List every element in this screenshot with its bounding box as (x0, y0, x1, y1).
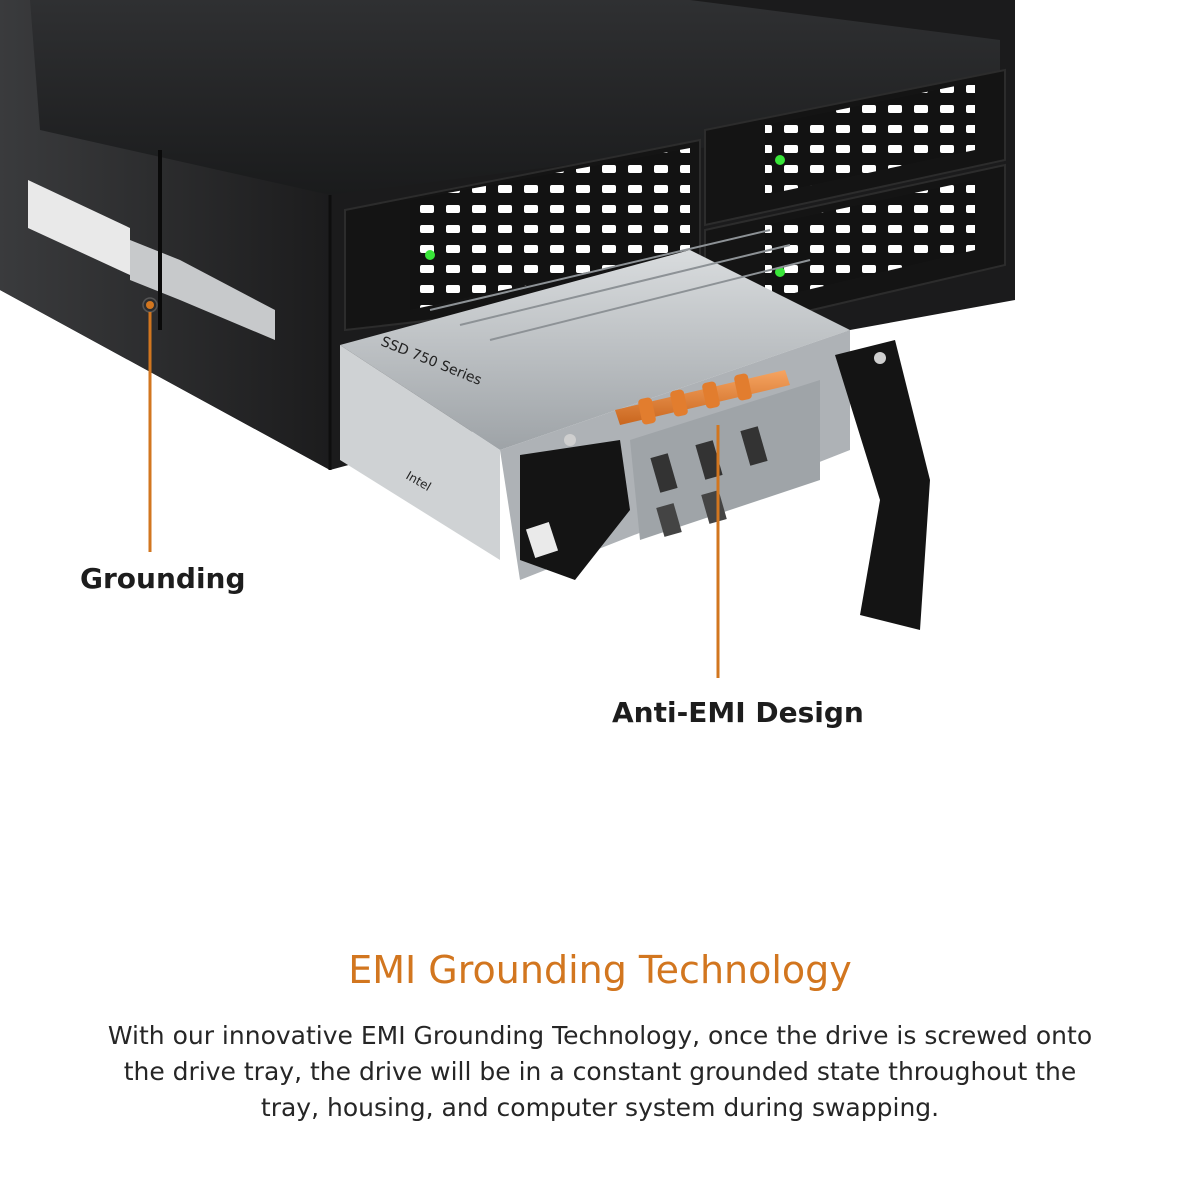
section-description: With our innovative EMI Grounding Techno… (107, 1021, 1093, 1122)
grounding-callout-label: Grounding (80, 562, 246, 595)
section-title: EMI Grounding Technology (348, 948, 852, 992)
front-bay-top-right (704, 68, 1006, 227)
anti-emi-clip (615, 370, 790, 425)
anti-emi-callout-label: Anti-EMI Design (612, 696, 864, 729)
drive-enclosure-illustration: SSD 750 Series Intel (0, 0, 1015, 678)
tray-front-grille (630, 380, 820, 540)
tray-latch-left (520, 434, 630, 580)
led-indicator (775, 155, 785, 165)
led-indicator (425, 250, 435, 260)
tray-release-lever (835, 340, 930, 630)
led-indicator (775, 267, 785, 277)
